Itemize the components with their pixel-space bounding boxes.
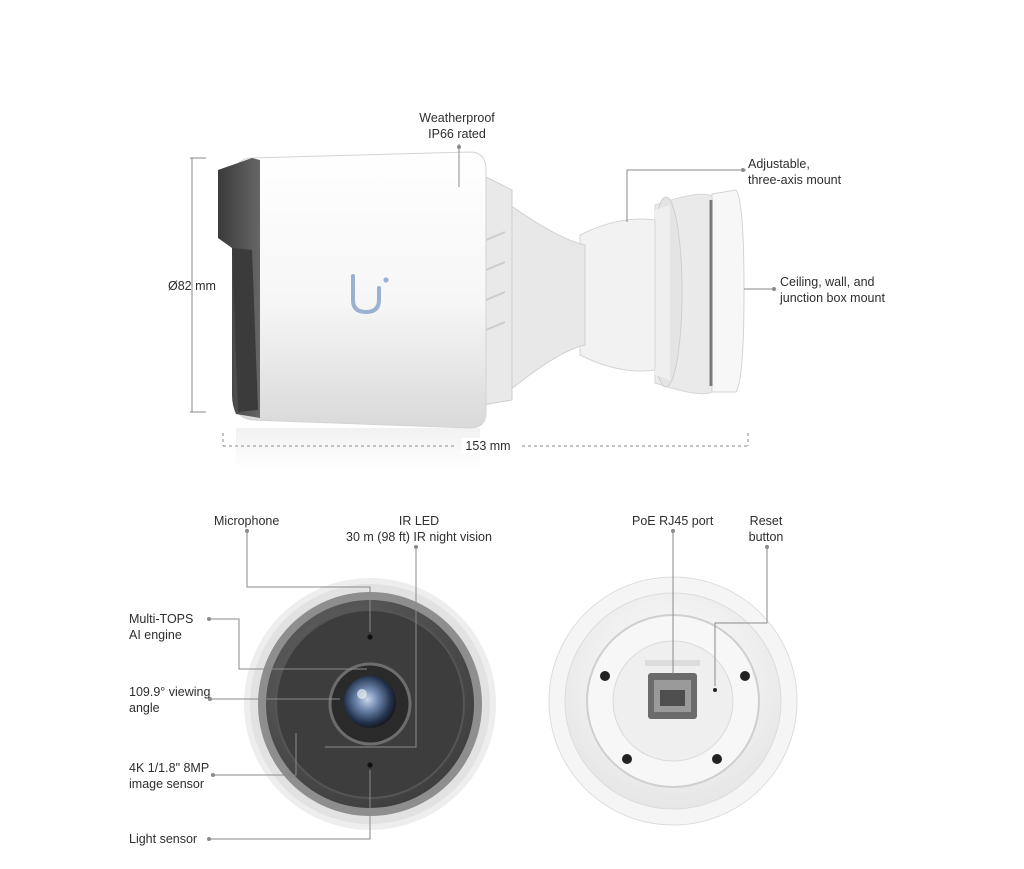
viewing-angle-label: 109.9° viewing angle	[129, 685, 211, 715]
ceiling-mount-label: Ceiling, wall, and junction box mount	[780, 275, 885, 305]
leader-reset-button	[714, 547, 768, 686]
leader-ai-engine	[209, 618, 367, 670]
dimension-line-length	[222, 433, 749, 447]
leader-image-sensor	[213, 733, 297, 776]
leader-adjustable-mount	[626, 169, 746, 222]
front-view-camera	[244, 578, 496, 830]
weatherproof-label: Weatherproof IP66 rated	[419, 111, 495, 141]
image-sensor-label: 4K 1/1.8" 8MP image sensor	[129, 761, 210, 791]
dimension-line-height	[190, 157, 206, 413]
adjustable-mount-label: Adjustable, three-axis mount	[748, 157, 842, 187]
poe-port-label: PoE RJ45 port	[632, 514, 714, 528]
microphone-label: Microphone	[214, 514, 280, 528]
leader-dots	[207, 145, 776, 841]
reset-button-label: Reset button	[748, 514, 784, 544]
dimension-length-label: 153 mm	[461, 438, 515, 454]
back-view-camera	[548, 576, 798, 826]
side-view-camera	[218, 151, 745, 470]
leader-light-sensor	[209, 770, 371, 840]
leader-ir-led	[325, 547, 417, 748]
light-sensor-label: Light sensor	[129, 832, 198, 846]
ir-led-label: IR LED 30 m (98 ft) IR night vision	[346, 514, 492, 544]
leader-microphone	[246, 531, 371, 632]
ai-engine-label: Multi-TOPS AI engine	[129, 612, 194, 642]
leader-lines	[190, 144, 774, 840]
dimension-height-label: Ø82 mm	[168, 279, 216, 293]
